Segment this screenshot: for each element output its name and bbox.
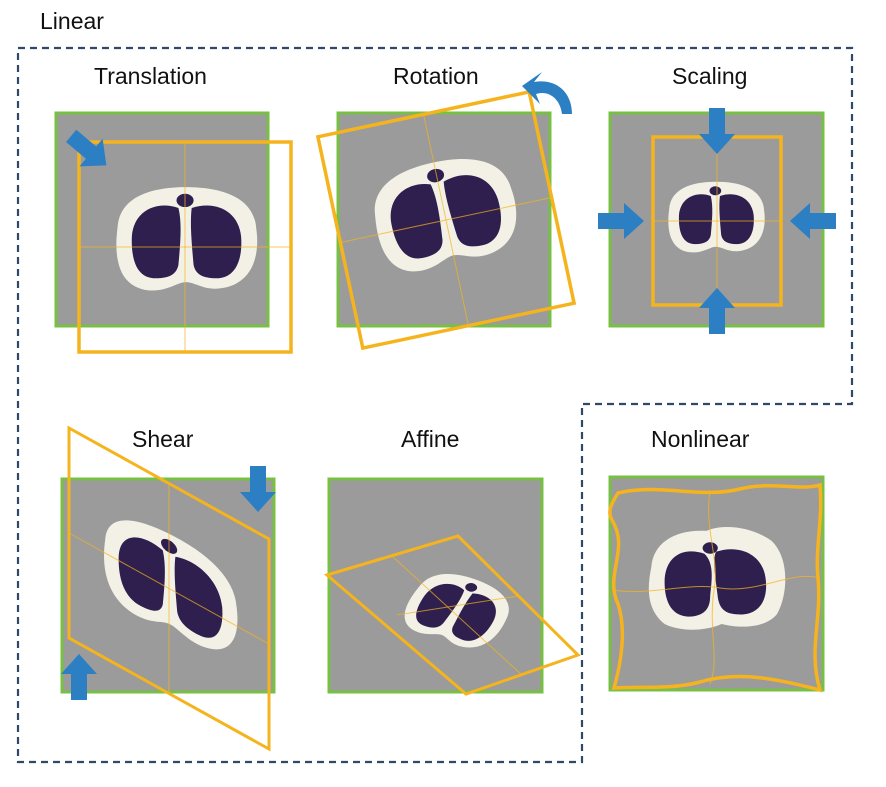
shear-panel xyxy=(60,425,276,752)
affine-panel xyxy=(323,477,581,696)
panel-title-scaling: Scaling xyxy=(672,63,748,89)
scaling-panel xyxy=(598,108,836,334)
linear-group-label: Linear xyxy=(40,8,104,34)
translation-panel xyxy=(54,111,293,354)
curved-arrow-icon xyxy=(522,72,572,114)
transformed-outline xyxy=(67,425,271,752)
panel-title-affine: Affine xyxy=(401,426,460,452)
rotation-panel xyxy=(315,72,577,351)
panel-title-rotation: Rotation xyxy=(393,63,479,89)
panel-title-nonlinear: Nonlinear xyxy=(651,426,750,452)
nonlinear-panel xyxy=(608,475,825,693)
panel-title-shear: Shear xyxy=(132,426,194,452)
linear-group-boundary xyxy=(16,46,854,764)
transformed-outline xyxy=(323,534,581,696)
deformed-outline xyxy=(608,482,823,693)
panel-title-translation: Translation xyxy=(94,63,207,89)
